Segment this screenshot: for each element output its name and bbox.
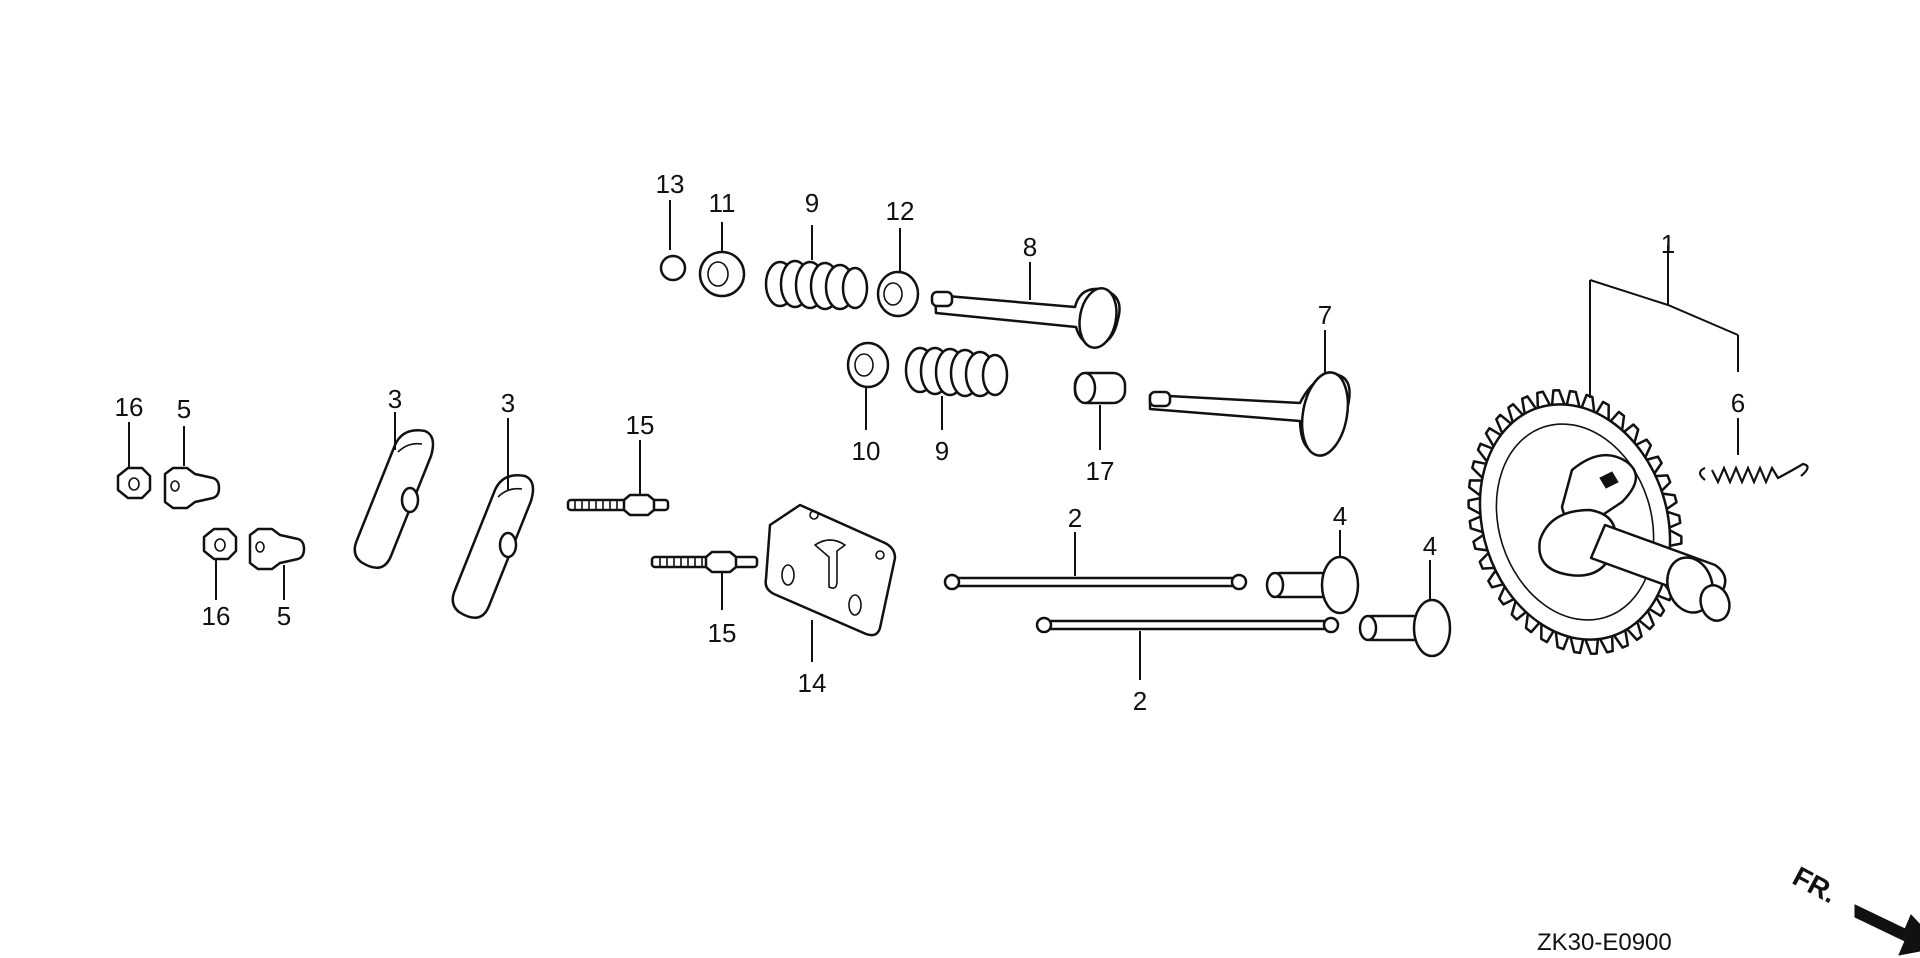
- callout-12: 12: [886, 196, 915, 226]
- valve-stem-seal: [1073, 371, 1127, 405]
- callout-4-lower: 4: [1423, 531, 1437, 561]
- callout-10: 10: [852, 436, 881, 466]
- front-direction-arrow: FR.: [1788, 861, 1920, 956]
- callout-15-lower: 15: [708, 618, 737, 648]
- valve-spring-upper: [764, 259, 869, 311]
- rocker-arm-left: [353, 429, 435, 569]
- callout-2-lower: 2: [1133, 686, 1147, 716]
- rocker-arm-pivot-upper: [163, 466, 221, 510]
- callout-3-left: 3: [388, 384, 402, 414]
- callout-16-upper: 16: [115, 392, 144, 422]
- valve-lifter-upper: [1265, 555, 1360, 615]
- camshaft-gear-assembly: [1467, 389, 1731, 655]
- callout-9-lower: 9: [935, 436, 949, 466]
- valve-lifter-lower: [1358, 598, 1452, 658]
- callout-9-upper: 9: [805, 188, 819, 218]
- decompressor-spring: [1698, 462, 1809, 485]
- push-rod-guide-plate: [764, 503, 897, 637]
- callout-6: 6: [1731, 388, 1745, 418]
- valve-cap: [659, 254, 687, 282]
- callout-14: 14: [798, 668, 827, 698]
- callout-7: 7: [1318, 300, 1332, 330]
- callout-1: 1: [1661, 229, 1675, 259]
- callout-2-upper: 2: [1068, 503, 1082, 533]
- rocker-arm-pivot-lower: [248, 527, 306, 571]
- callout-15-upper: 15: [626, 410, 655, 440]
- callout-3-right: 3: [501, 388, 515, 418]
- rocker-arm-stud-upper: [566, 493, 670, 517]
- exhaust-valve: [1148, 371, 1351, 457]
- callout-17: 17: [1086, 456, 1115, 486]
- rocker-arm-right: [451, 474, 535, 619]
- callout-5-upper: 5: [177, 394, 191, 424]
- rocker-arm-stud-lower: [650, 550, 759, 574]
- valve-spring-retainer-lower: [846, 341, 890, 389]
- valve-spring-retainer: [876, 270, 920, 318]
- rocker-arm-nut-lower: [202, 527, 238, 561]
- valve-spring-retainer-upper: [698, 250, 746, 298]
- direction-label: FR.: [1788, 861, 1842, 910]
- callout-16-lower: 16: [202, 601, 231, 631]
- rocker-arm-nut-upper: [116, 466, 152, 500]
- push-rod-lower: [1035, 616, 1340, 634]
- intake-valve: [930, 287, 1121, 349]
- diagram-code: ZK30-E0900: [1537, 929, 1672, 956]
- callout-11: 11: [709, 188, 736, 218]
- push-rod-upper: [943, 573, 1248, 591]
- callout-13: 13: [656, 169, 685, 199]
- callout-5-lower: 5: [277, 601, 291, 631]
- valve-spring-lower: [904, 346, 1009, 398]
- callout-4-upper: 4: [1333, 501, 1347, 531]
- callout-8: 8: [1023, 232, 1037, 262]
